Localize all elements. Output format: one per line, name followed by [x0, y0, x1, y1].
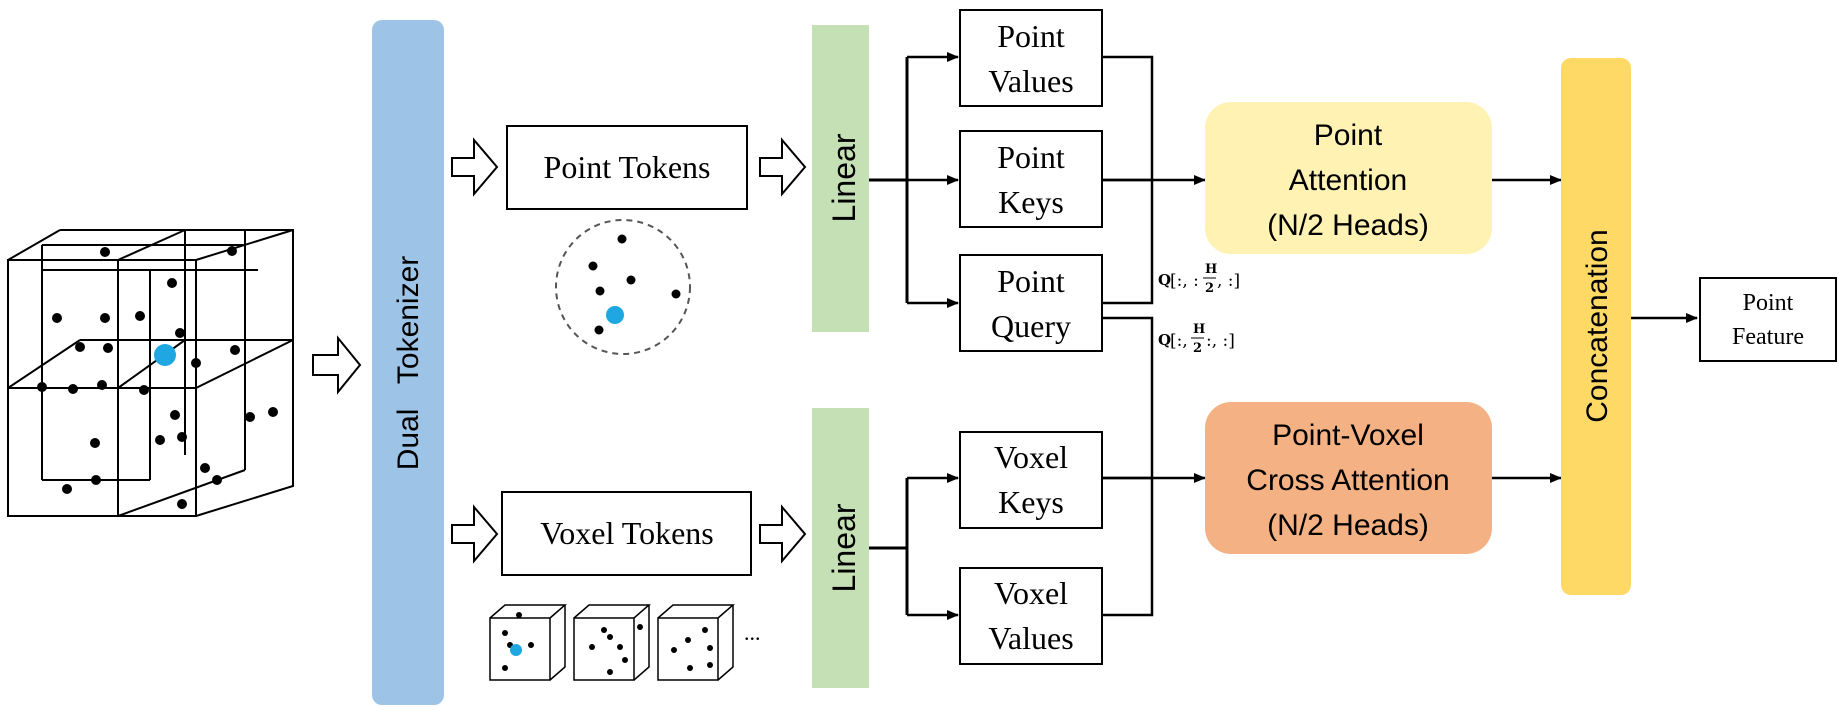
hollow-arrow-linear-top [759, 137, 807, 197]
query-first-half-den: 2 [1205, 281, 1214, 296]
top-branch-lines [869, 57, 909, 303]
hollow-arrow-linear-bottom [759, 504, 807, 564]
voxel-cube-2 [573, 604, 652, 681]
query-second-half-den: 2 [1193, 341, 1202, 356]
linear-bar-bottom [812, 408, 869, 688]
point-query-box [959, 254, 1103, 352]
point-values-label-1: Point [997, 18, 1065, 54]
query-second-half-q: Q [1158, 331, 1171, 349]
query-second-half-left: [:, [1170, 331, 1188, 351]
voxel-grid-cube [7, 229, 294, 517]
cross-attention-connectors [1102, 316, 1154, 617]
cross-attention-block [1205, 402, 1492, 554]
voxel-values-box [959, 567, 1103, 665]
query-second-half-num: H [1193, 322, 1205, 337]
concatenation-label: Concatenation [1581, 229, 1614, 422]
query-second-half-right: :, :] [1206, 331, 1235, 351]
query-first-half-q: Q [1158, 271, 1171, 289]
voxel-keys-label-1: Voxel [994, 439, 1068, 475]
voxel-cube-2-points [589, 624, 643, 675]
voxel-tokens-box [501, 491, 752, 576]
point-feature-label-1: Point [1743, 290, 1794, 316]
point-query-label-1: Point [997, 263, 1065, 299]
voxel-tokens-label: Voxel Tokens [540, 515, 713, 551]
cross-attention-label-3: (N/2 Heads) [1267, 509, 1429, 542]
hollow-arrow-input [312, 335, 362, 395]
voxel-cube-1-highlight [510, 644, 522, 656]
linear-label-top: Linear [826, 133, 862, 222]
voxel-values-label-2: Values [988, 620, 1073, 656]
linear-bar-top [812, 25, 869, 332]
concatenation-bar [1561, 58, 1631, 595]
query-first-half-label: Q [:, : H 2 , :] [1158, 262, 1240, 296]
voxel-cubes-ellipsis: ... [744, 620, 761, 645]
bottom-branch-lines [869, 478, 909, 615]
query-first-half-right: , :] [1217, 271, 1240, 291]
point-feature-label-2: Feature [1732, 324, 1804, 350]
point-keys-label-1: Point [997, 139, 1065, 175]
point-attention-label-2: Attention [1289, 164, 1407, 197]
voxel-values-label-1: Voxel [994, 575, 1068, 611]
point-neighborhood [555, 219, 691, 355]
point-attention-label-1: Point [1314, 119, 1383, 152]
point-keys-label-2: Keys [998, 184, 1064, 220]
query-first-half-num: H [1205, 262, 1217, 277]
voxel-cube-1-points [502, 612, 534, 671]
point-tokens-box [506, 125, 748, 210]
query-first-half-left: [:, : [1170, 271, 1199, 291]
query-second-half-label: Q [:, H 2 :, :] [1158, 322, 1235, 356]
voxel-cube-1 [489, 604, 568, 681]
cube-points [37, 246, 278, 509]
voxel-keys-box [959, 431, 1103, 529]
voxel-keys-label-2: Keys [998, 484, 1064, 520]
point-tokens-label: Point Tokens [544, 149, 711, 185]
point-query-label-2: Query [991, 308, 1071, 344]
hollow-arrow-point-tokens [451, 137, 499, 197]
voxel-cube-3-points [671, 627, 713, 671]
cross-attention-label-1: Point-Voxel [1272, 419, 1424, 452]
point-keys-box [959, 130, 1103, 228]
point-values-label-2: Values [988, 63, 1073, 99]
hollow-arrow-voxel-tokens [451, 504, 499, 564]
highlight-point [154, 344, 176, 366]
dual-tokenizer-bar [372, 20, 444, 705]
cross-attention-label-2: Cross Attention [1246, 464, 1449, 497]
point-attention-block [1205, 102, 1492, 254]
dual-tokenizer-label: Dual Tokenizer [392, 256, 425, 471]
point-attention-label-3: (N/2 Heads) [1267, 209, 1429, 242]
linear-label-bottom: Linear [826, 503, 862, 592]
point-feature-box [1699, 277, 1837, 362]
voxel-cube-3 [657, 604, 736, 681]
